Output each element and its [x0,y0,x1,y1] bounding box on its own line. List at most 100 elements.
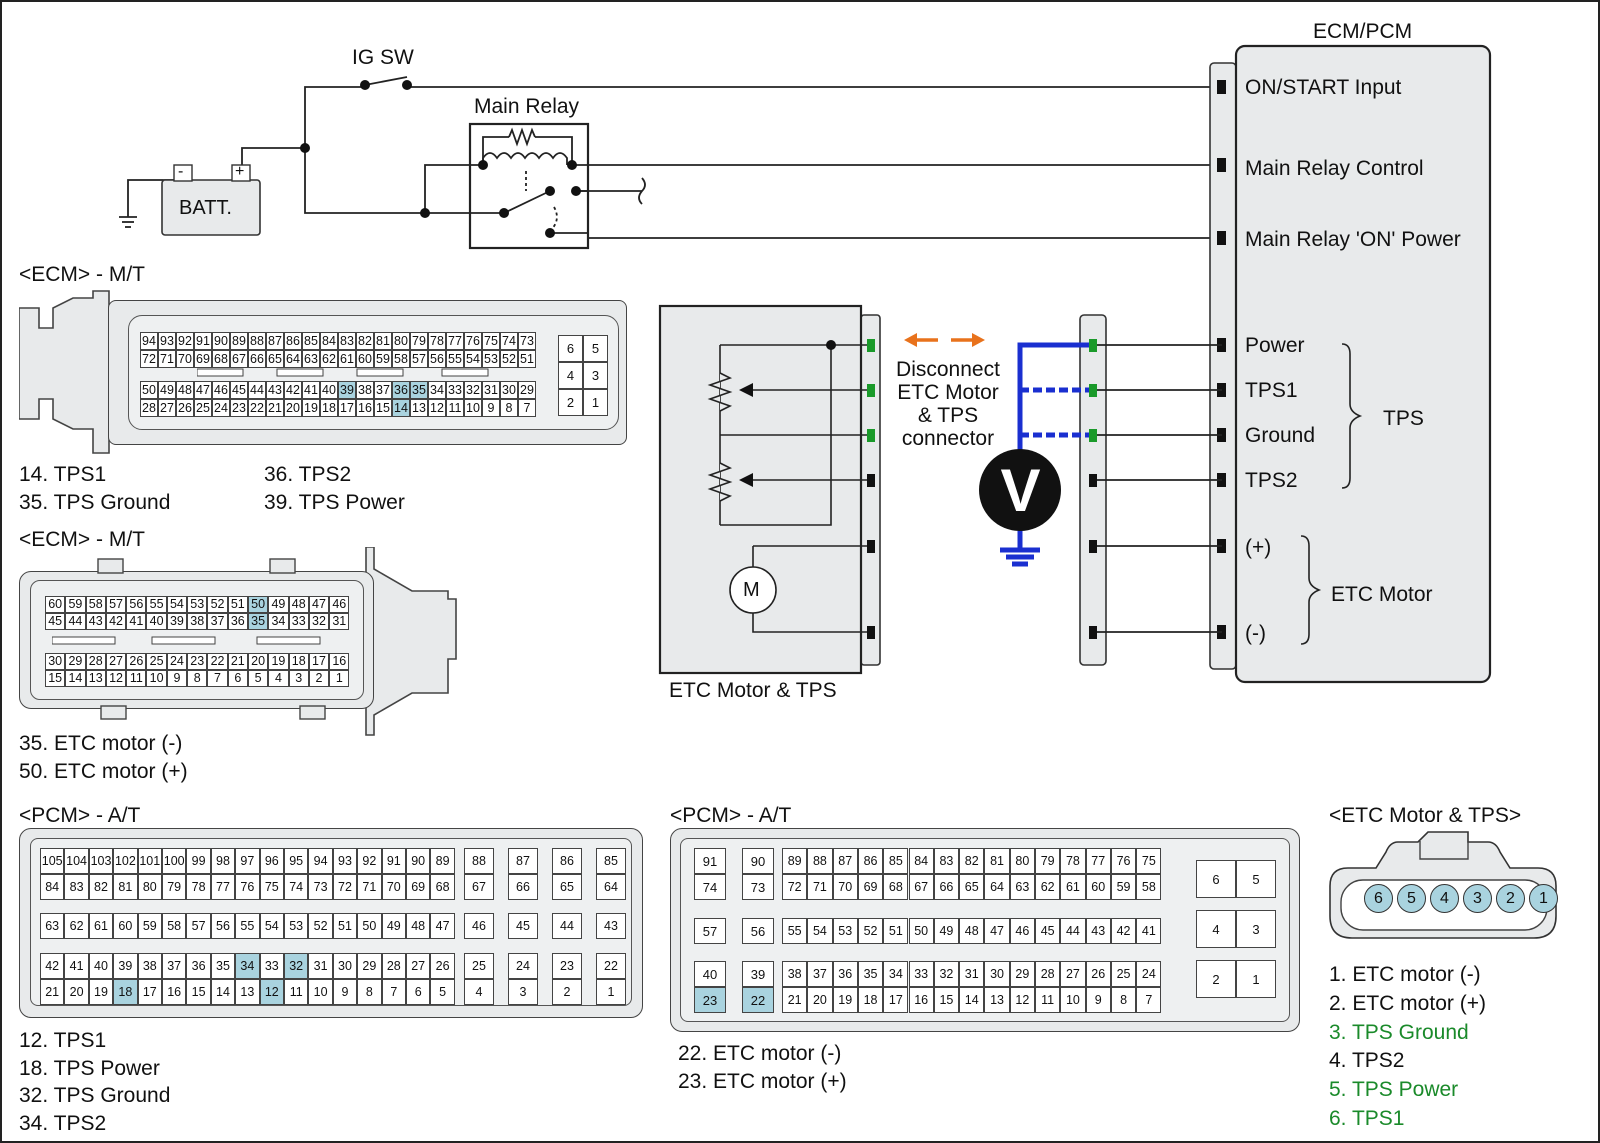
pin-cell: 80 [1009,848,1035,874]
pin-cell: 64 [284,350,302,368]
pin-cell: 7 [1136,987,1162,1013]
pcm-at-1-pins: 12. TPS1 18. TPS Power 32. TPS Ground 34… [19,1027,170,1137]
ecm-mt-2-pins: 35. ETC motor (-) 50. ETC motor (+) [19,730,188,785]
pin-cell: 10 [308,979,333,1005]
pin-cell: 78 [1060,848,1086,874]
pin-cell: 31 [308,953,333,979]
pin-cell: 28 [1035,961,1061,987]
pin-cell: 27 [406,953,431,979]
pin-cell: 49 [268,596,289,613]
pin-cell: 26 [126,653,147,670]
pin-cell: 86 [552,848,582,874]
pin-note: 22. ETC motor (-) [678,1042,842,1065]
pin-cell: 17 [308,653,330,670]
pin-cell: 11 [284,979,309,1005]
pin-note: 14. TPS1 [19,463,107,486]
pin-cell: 4 [558,362,583,389]
pin-cell: 57 [694,918,726,944]
pin-cell: 30 [45,653,66,670]
pin-cell: 23 [230,399,248,417]
pin-cell: 5 [583,335,608,362]
connector-pin: 3 [1463,884,1492,913]
pin-cell: 56 [742,918,774,944]
pin-cell: 13 [235,979,260,1005]
pin-cell: 71 [158,350,176,368]
pin-cell: 66 [248,350,266,368]
pin-cell: 39 [742,961,774,987]
pin-cell: 12 [1009,987,1035,1013]
pin-cell: 74 [500,332,518,350]
pin-cell: 79 [1035,848,1061,874]
pin-cell: 34 [235,953,260,979]
tps-brace [1341,343,1363,489]
pin-cell: 63 [302,350,320,368]
pin-cell: 48 [176,381,194,399]
pin-cell: 14 [210,979,236,1005]
pin-cell: 90 [742,848,774,874]
pin-cell: 31 [959,961,985,987]
pin-cell: 20 [64,979,89,1005]
pin-cell: 16 [162,979,187,1005]
pin-cell: 67 [464,874,494,900]
pin-cell: 86 [284,332,302,350]
battery-plus-label: + [235,163,245,180]
pin-cell: 8 [1110,987,1137,1013]
pin-cell: 38 [782,961,808,987]
pin-cell: 15 [933,987,960,1013]
pin-cell: 9 [332,979,358,1005]
pin-cell: 69 [857,874,884,900]
pin-cell: 2 [558,389,583,416]
pin-cell: 25 [194,399,212,417]
on-start-label: ON/START Input [1245,76,1402,99]
pin-cell: 13 [410,399,428,417]
pin-cell: 37 [807,961,833,987]
pin-note: 4. TPS2 [1329,1049,1405,1073]
pin-cell: 55 [782,918,808,944]
pin-cell: 59 [374,350,392,368]
pin-cell: 58 [1136,874,1162,900]
pin-cell: 39 [338,381,356,399]
etc-connector-pin-list: 1. ETC motor (-)2. ETC motor (+)3. TPS G… [1329,961,1486,1134]
pin-cell: 60 [356,350,374,368]
pin-cell: 60 [45,596,66,613]
pin-cell: 8 [187,670,208,687]
pin-cell: 44 [1060,918,1086,944]
pin-cell: 86 [857,848,884,874]
pin-cell: 87 [508,848,538,874]
pin-cell: 6 [1196,860,1236,898]
pin-cell: 23 [694,987,726,1013]
pin-cell: 49 [933,918,960,944]
pin-cell: 52 [308,913,333,939]
pin-cell: 11 [126,670,147,687]
pin-cell: 52 [207,596,228,613]
pin-cell: 85 [302,332,320,350]
pin-cell: 49 [381,913,406,939]
pin-cell: 47 [984,918,1010,944]
pin-cell: 12 [259,979,284,1005]
pin-cell: 34 [883,961,909,987]
pin-cell: 67 [230,350,248,368]
pin-cell: 66 [508,874,538,900]
pin-cell: 83 [933,848,960,874]
disconnect-line-3: & TPS [917,404,979,427]
pin-cell: 33 [259,953,284,979]
etc-box-label: ETC Motor & TPS [669,679,837,702]
pin-note: 23. ETC motor (+) [678,1069,847,1093]
pin-cell: 1 [329,670,350,687]
pin-cell: 21 [782,987,808,1013]
pin-cell: 67 [908,874,934,900]
pin-cell: 51 [883,918,909,944]
connector-pin: 6 [1364,884,1393,913]
pin-cell: 2 [1196,960,1236,998]
connector-pin: 4 [1430,884,1459,913]
pin-cell: 18 [288,653,309,670]
pin-cell: 39 [166,613,188,630]
pin-cell: 30 [332,953,358,979]
pin-cell: 90 [212,332,230,350]
pin-cell: 96 [259,848,284,874]
